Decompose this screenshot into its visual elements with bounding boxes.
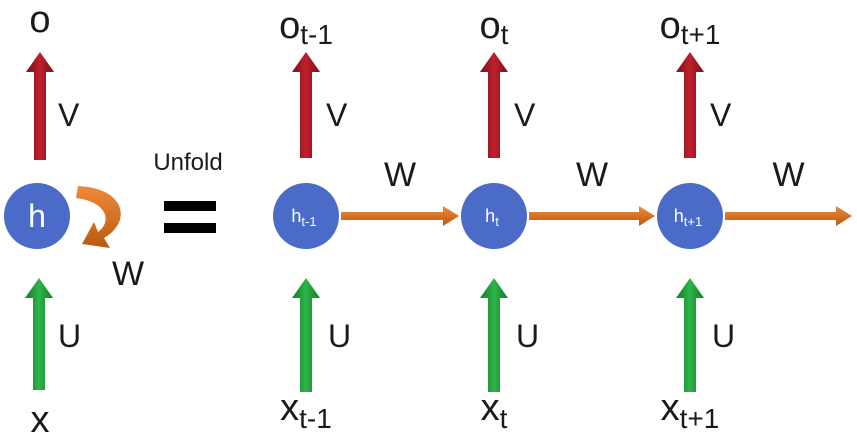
u-label: U [712, 318, 735, 354]
output-label: ot+1 [660, 5, 721, 50]
v-arrow [480, 52, 508, 158]
hidden-label: ht-1 [291, 206, 316, 229]
equals-bar-bottom [164, 223, 216, 233]
folded-u-label: U [58, 318, 81, 354]
w-arrow [341, 206, 459, 226]
v-label: V [710, 97, 732, 133]
u-label: U [516, 318, 539, 354]
hidden-label: ht+1 [674, 206, 702, 229]
unfold-equals: Unfold [153, 149, 223, 233]
input-label: xt [481, 387, 508, 434]
hidden-node [461, 183, 527, 249]
u-label: U [328, 318, 351, 354]
folded-hidden-node [4, 183, 70, 249]
hidden-label: ht [485, 206, 499, 229]
u-arrow [480, 278, 508, 392]
hidden-node [273, 183, 339, 249]
w-label: W [772, 156, 804, 194]
u-arrow [676, 278, 704, 392]
w-label: W [576, 156, 608, 194]
v-label: V [514, 97, 536, 133]
input-label: xt-1 [280, 387, 332, 434]
w-arrow [529, 206, 655, 226]
unfold-label: Unfold [153, 149, 222, 176]
w-label: W [384, 156, 416, 194]
v-label: V [326, 97, 348, 133]
folded-u-arrow [25, 278, 53, 390]
folded-rnn: o V h W U x [4, 0, 144, 441]
v-arrow [292, 52, 320, 158]
output-label: ot [480, 5, 509, 50]
folded-output-label: o [29, 0, 50, 41]
folded-recurrent-w-arrow [76, 186, 121, 248]
folded-input-label: x [31, 399, 50, 441]
folded-v-label: V [58, 97, 80, 133]
folded-hidden-label: h [28, 198, 46, 234]
folded-w-label: W [112, 255, 144, 293]
w-arrow [725, 206, 852, 226]
u-arrow [292, 278, 320, 392]
folded-v-arrow [26, 52, 54, 160]
input-label: xt+1 [661, 387, 720, 434]
hidden-node [657, 183, 723, 249]
output-label: ot-1 [279, 5, 333, 50]
equals-bar-top [164, 201, 216, 211]
v-arrow [676, 52, 704, 158]
